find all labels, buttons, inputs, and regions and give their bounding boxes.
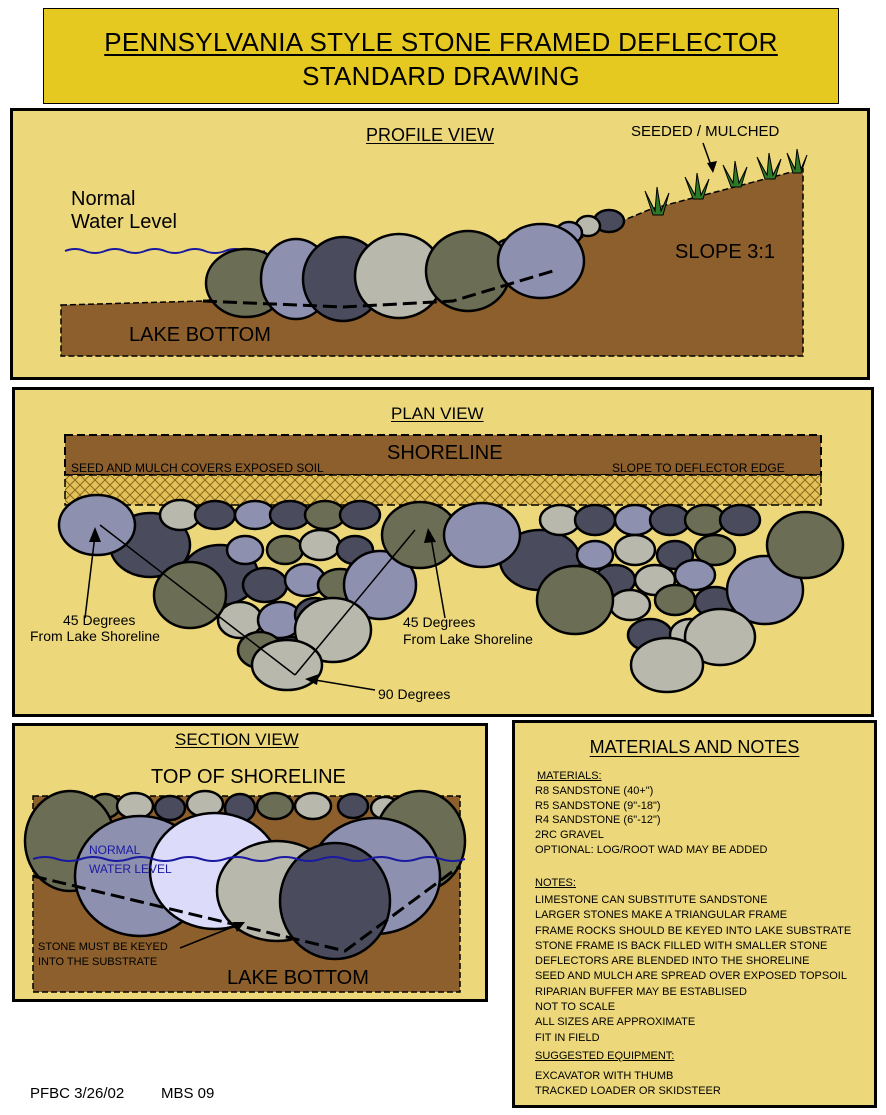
list-item: STONE FRAME IS BACK FILLED WITH SMALLER … [535, 939, 828, 952]
keyed-arrow [179, 923, 241, 949]
section-water-line [32, 856, 466, 862]
arrow-head-icon [305, 674, 319, 685]
slope-edge-label: SLOPE TO DEFLECTOR EDGE [612, 461, 785, 475]
deg-left-1: 45 Degrees [63, 612, 136, 628]
footer-right: MBS 09 [161, 1085, 215, 1102]
list-item: FRAME ROCKS SHOULD BE KEYED INTO LAKE SU… [535, 924, 852, 937]
deg-right-2: From Lake Shoreline [403, 631, 533, 647]
water-level-label-2: Water Level [71, 211, 177, 233]
list-item: TRACKED LOADER OR SKIDSTEER [535, 1084, 721, 1097]
list-item: SEED AND MULCH ARE SPREAD OVER EXPOSED T… [535, 970, 847, 983]
section-water-label-2: WATER LEVEL [89, 862, 172, 876]
footer-left: PFBC 3/26/02 [30, 1085, 125, 1102]
arrow-head-icon [424, 528, 436, 543]
list-item: LIMESTONE CAN SUBSTITUTE SANDSTONE [535, 894, 768, 906]
plan-stones-right [442, 501, 845, 694]
list-item: NOT TO SCALE [535, 1001, 616, 1014]
keyed-label-2: INTO THE SUBSTRATE [38, 956, 158, 968]
list-item: EXCAVATOR WITH THUMB [535, 1070, 674, 1082]
section-drawing [23, 789, 467, 993]
list-item: R4 SANDSTONE (6"-12") [535, 814, 661, 827]
list-item: RIPARIAN BUFFER MAY BE ESTABLISED [535, 985, 747, 998]
arrow-head-icon [233, 922, 245, 932]
angle-lines [84, 524, 446, 691]
notes-heading: MATERIALS AND NOTES [589, 737, 800, 757]
arrow-head-icon [707, 161, 717, 173]
list-item: R8 SANDSTONE (40+") [535, 785, 654, 797]
section-lake-bottom-label: LAKE BOTTOM [227, 967, 369, 989]
list-item: R5 SANDSTONE (9"-18") [535, 799, 661, 812]
list-item: OPTIONAL: LOG/ROOT WAD MAY BE ADDED [535, 843, 768, 856]
seed-mulch-label: SEED AND MULCH COVERS EXPOSED SOIL [71, 461, 324, 475]
keyed-label-1: STONE MUST BE KEYED [38, 941, 168, 953]
title-line-2: STANDARD DRAWING [302, 61, 580, 91]
profile-water-line [64, 248, 266, 254]
slope-label: SLOPE 3:1 [675, 241, 776, 263]
section-stones [23, 789, 467, 961]
shoreline-label: SHORELINE [387, 442, 503, 464]
list-item: 2RC GRAVEL [535, 829, 604, 842]
arrow-head-icon [89, 527, 101, 542]
mulch-band [64, 474, 822, 506]
section-water-label-1: NORMAL [89, 843, 141, 857]
profile-view-panel: PROFILE VIEW SEEDED / MULCHED Normal Wat… [10, 108, 870, 380]
plan-stones-left [57, 493, 460, 692]
vegetation-icon [644, 148, 808, 216]
top-shoreline-label: TOP OF SHORELINE [151, 766, 346, 788]
title-box: PENNSYLVANIA STYLE STONE FRAMED DEFLECTO… [43, 8, 839, 104]
title-line-1: PENNSYLVANIA STYLE STONE FRAMED DEFLECTO… [104, 27, 778, 57]
notes-list: LIMESTONE CAN SUBSTITUTE SANDSTONE LARGE… [535, 893, 851, 1046]
list-item: LARGER STONES MAKE A TRIANGULAR FRAME [535, 909, 788, 922]
plan-heading: PLAN VIEW [391, 404, 484, 423]
section-heading: SECTION VIEW [175, 730, 299, 749]
equipment-list: EXCAVATOR WITH THUMB TRACKED LOADER OR S… [535, 1069, 721, 1098]
materials-list: R8 SANDSTONE (40+") R5 SANDSTONE (9"-18"… [535, 784, 767, 858]
profile-drawing [60, 142, 808, 357]
lake-bottom-label: LAKE BOTTOM [129, 324, 271, 346]
seeded-label: SEEDED / MULCHED [631, 123, 780, 140]
materials-label: MATERIALS: [537, 770, 602, 782]
notes-label: NOTES: [535, 877, 576, 889]
deg-left-2: From Lake Shoreline [30, 628, 160, 644]
section-key-line [32, 864, 461, 953]
plan-view-panel: PLAN VIEW SHORELINE SEED AND MULCH COVER… [12, 387, 874, 717]
list-item: FIT IN FIELD [535, 1031, 600, 1044]
profile-heading: PROFILE VIEW [366, 125, 495, 145]
section-view-panel: SECTION VIEW TOP OF SHORELINE NORMAL WAT… [12, 723, 488, 1002]
list-item: ALL SIZES ARE APPROXIMATE [535, 1016, 696, 1029]
materials-notes-panel: MATERIALS AND NOTES MATERIALS: R8 SANDST… [512, 720, 877, 1108]
deg-90-label: 90 Degrees [378, 686, 451, 702]
equipment-label: SUGGESTED EQUIPMENT: [535, 1050, 675, 1062]
deg-right-1: 45 Degrees [403, 614, 476, 630]
profile-key-line [202, 269, 554, 309]
list-item: DEFLECTORS ARE BLENDED INTO THE SHORELIN… [535, 955, 810, 968]
plan-drawing [57, 434, 845, 694]
shoreline-band [64, 434, 822, 476]
water-level-label-1: Normal [71, 188, 136, 210]
